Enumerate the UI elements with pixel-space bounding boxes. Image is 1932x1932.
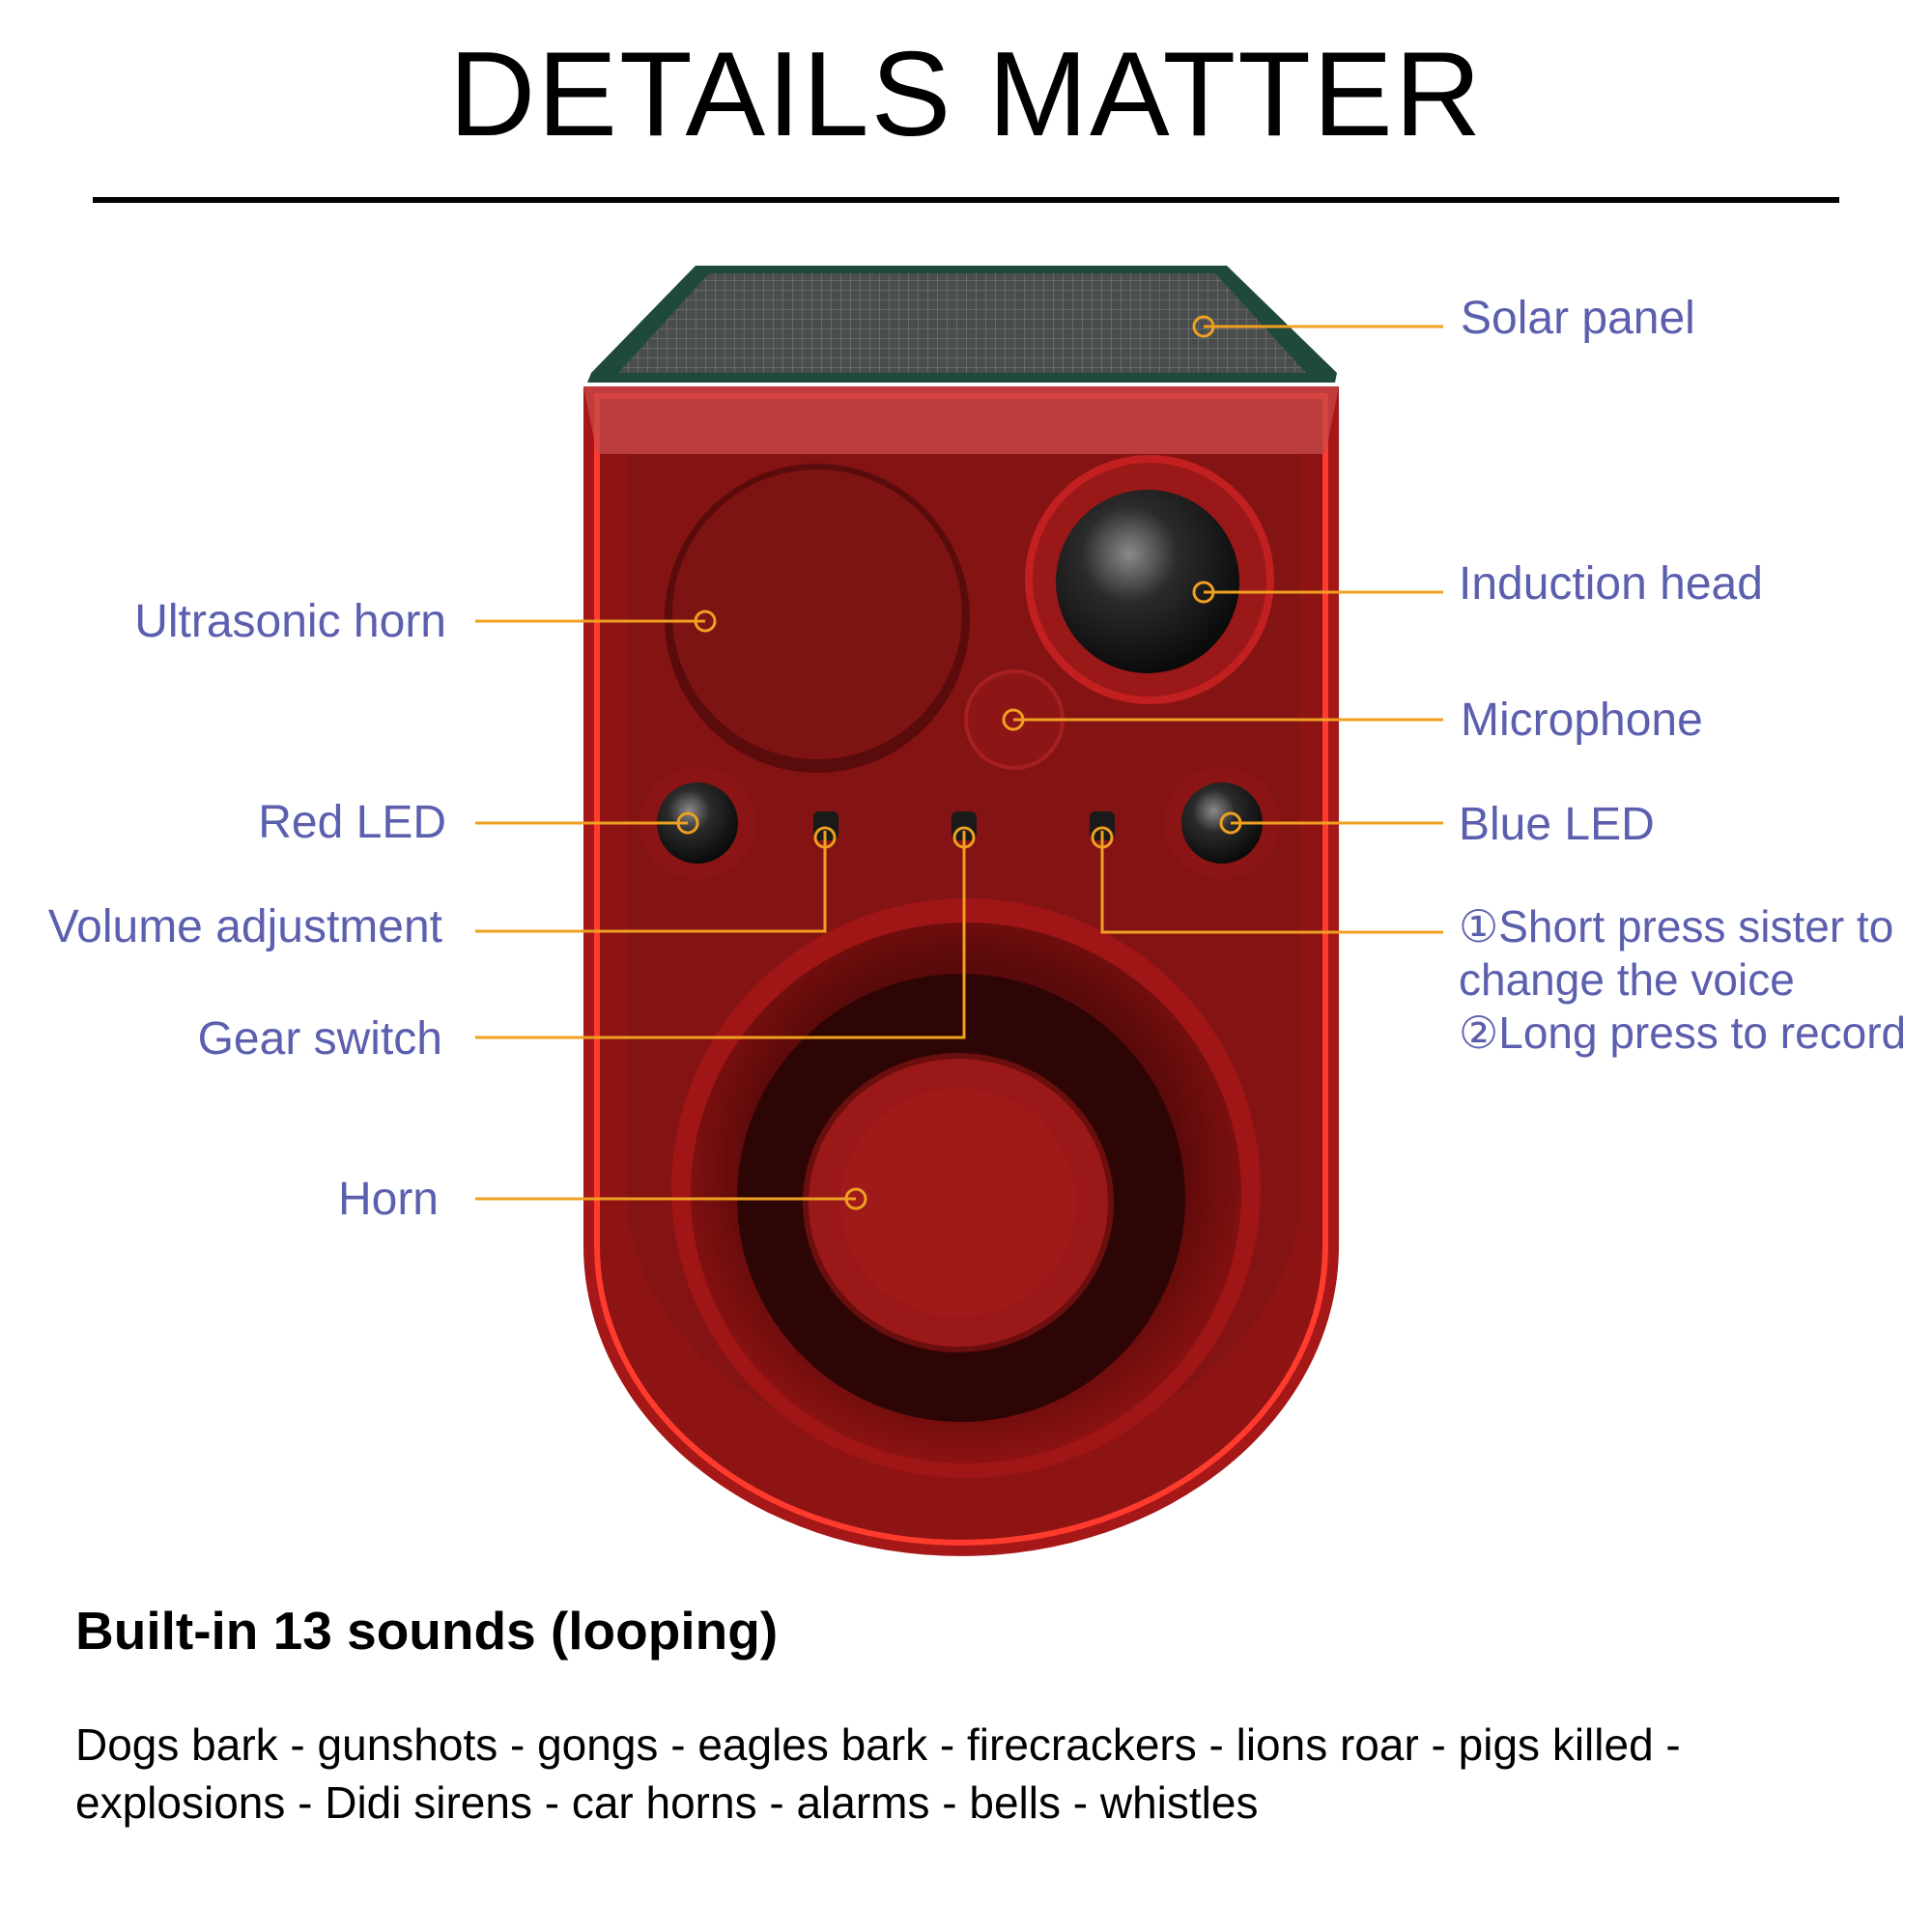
sounds-list: Dogs bark - gunshots - gongs - eagles ba… [75,1719,1681,1828]
title-divider [93,197,1839,203]
label-induction-head: Induction head [1459,558,1763,610]
button-instruction-line-3: ②Long press to record [1459,1008,1907,1058]
label-gear-switch: Gear switch [197,1013,442,1065]
label-ultrasonic-horn: Ultrasonic horn [134,596,446,647]
induction-head-graphic [1025,455,1274,704]
solar-panel-top [587,266,1337,383]
page-title: DETAILS MATTER [448,28,1484,161]
ultrasonic-horn-graphic [665,464,970,773]
button-instruction-line-1: ①Short press sister to [1459,901,1894,952]
label-red-led: Red LED [258,797,446,848]
label-volume-adjustment: Volume adjustment [47,901,442,952]
label-solar-panel: Solar panel [1461,293,1695,344]
button-instruction-line-2: change the voice [1459,954,1795,1005]
horn-graphic [671,898,1261,1478]
label-horn: Horn [337,1174,439,1225]
leader-lines [475,325,1443,1201]
label-button-instructions: ①Short press sister to change the voice … [1459,900,1906,1060]
callout-dots [676,315,1242,1210]
label-microphone: Microphone [1461,695,1703,746]
label-blue-led: Blue LED [1459,799,1655,850]
sounds-heading: Built-in 13 sounds (looping) [75,1601,779,1661]
